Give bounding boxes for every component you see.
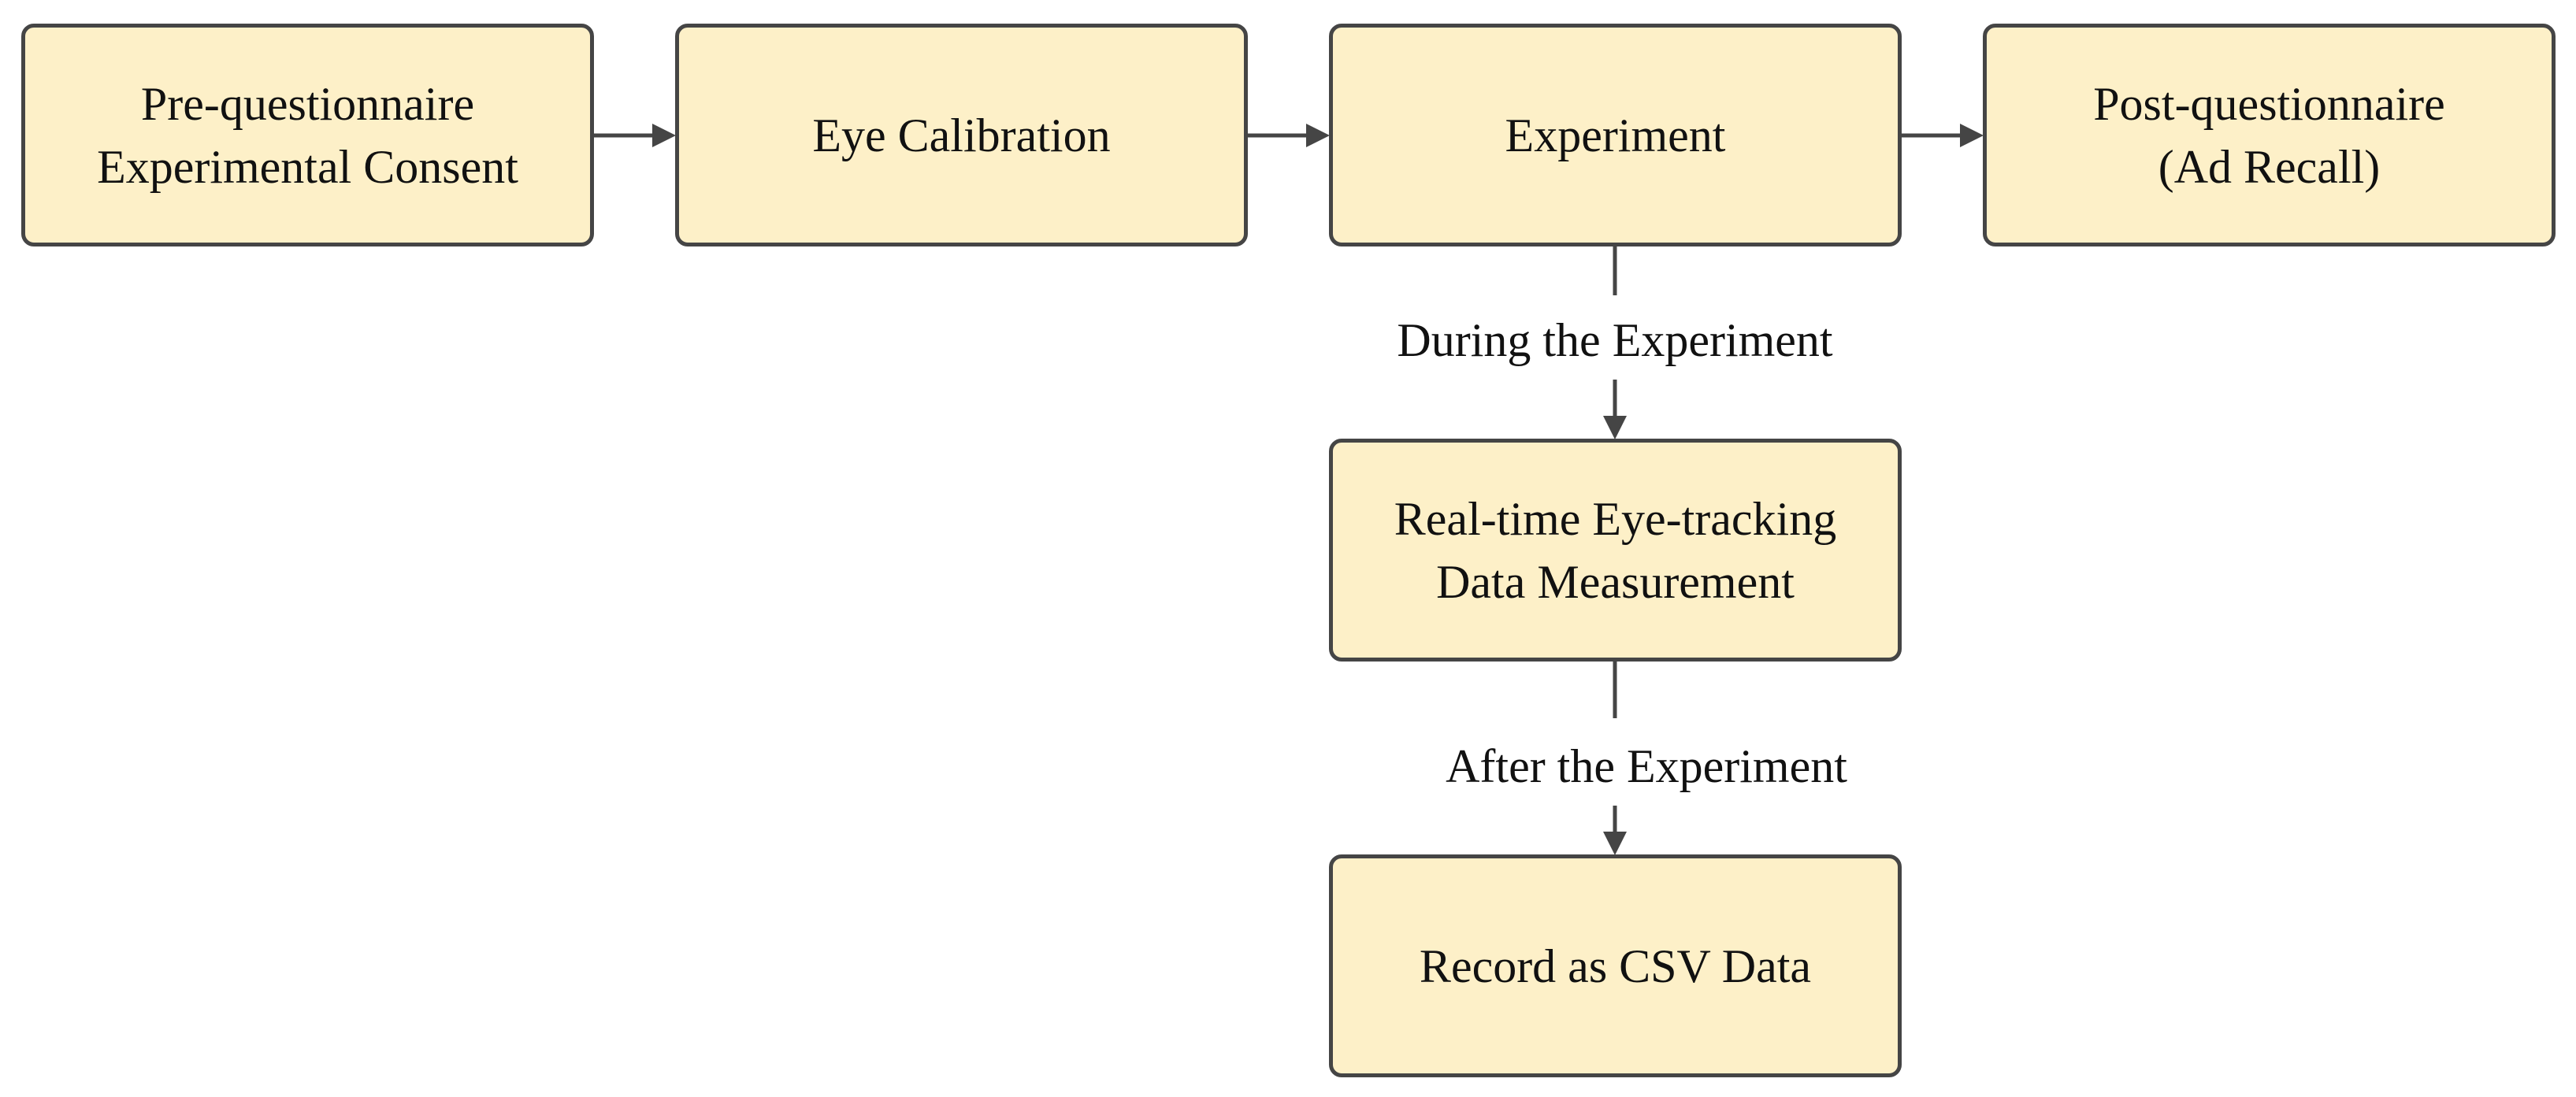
edge-label-during-experiment: During the Experiment	[1292, 312, 1938, 369]
node-record-csv: Record as CSV Data	[1329, 854, 1902, 1077]
node-pre-questionnaire: Pre-questionnaire Experimental Consent	[21, 24, 594, 246]
node-pre-questionnaire-line-2: Experimental Consent	[97, 140, 518, 193]
node-experiment-label: Experiment	[1505, 109, 1726, 161]
node-realtime-tracking-line-1: Real-time Eye-tracking	[1394, 492, 1837, 545]
node-post-questionnaire-line-1: Post-questionnaire	[2093, 77, 2445, 130]
node-eye-calibration-label: Eye Calibration	[812, 109, 1111, 161]
node-post-questionnaire: Post-questionnaire (Ad Recall)	[1983, 24, 2556, 246]
node-pre-questionnaire-line-1: Pre-questionnaire	[140, 77, 475, 130]
node-post-questionnaire-line-2: (Ad Recall)	[2158, 140, 2381, 193]
edge-label-after-experiment: After the Experiment	[1316, 738, 1977, 795]
node-realtime-tracking-line-2: Data Measurement	[1436, 555, 1795, 608]
node-realtime-tracking: Real-time Eye-tracking Data Measurement	[1329, 439, 1902, 662]
node-record-csv-label: Record as CSV Data	[1419, 939, 1812, 992]
node-eye-calibration: Eye Calibration	[675, 24, 1248, 246]
node-experiment: Experiment	[1329, 24, 1902, 246]
